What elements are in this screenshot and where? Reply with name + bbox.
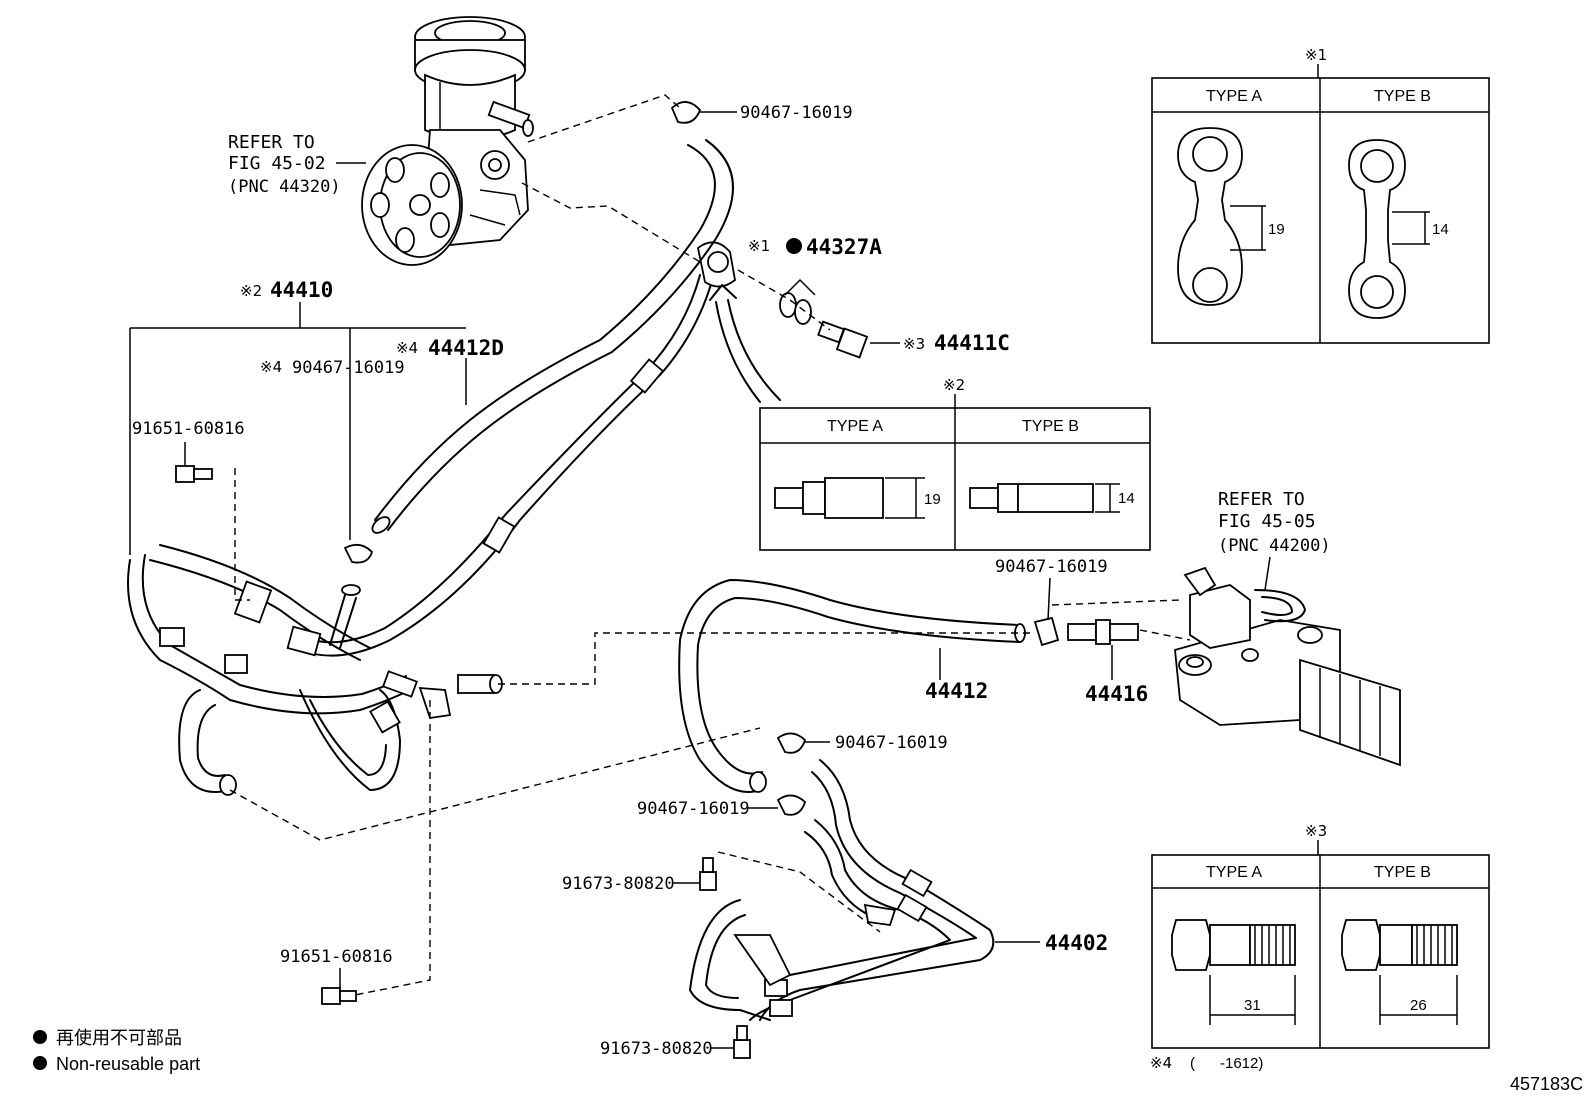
refer-gear-line1: REFER TO [1218,489,1305,510]
callout-hose-d: 44412D [428,336,504,360]
table3-type-b: TYPE B [1374,864,1431,881]
return-hose-44412 [678,579,1026,793]
clamp-top [670,101,702,124]
callout-hose-assy: 44410 [270,278,333,302]
refer-gear-line2: FIG 45-05 [1218,511,1316,532]
callout-bolt-cooler-upper: 91673-80820 [562,874,675,894]
footnote-text: ( -1612) [1190,1055,1263,1072]
table3-type-a: TYPE A [1206,864,1262,881]
pressure-hose [299,241,736,657]
refer-pump-line1: REFER TO [228,132,315,153]
table3-mark: ※3 [1305,822,1327,840]
gasket-44327A [779,278,816,325]
refer-pump-line2: FIG 45-02 [228,153,326,174]
non-reusable-dot [786,238,802,254]
callout-bolt-left-lower: 91651-60816 [280,947,393,967]
bolt-91673-upper [699,857,717,891]
callout-clamp-left: 90467-16019 [292,358,405,378]
union-44416 [1067,619,1139,645]
footnote-mark: ※4 [1150,1054,1172,1072]
table-3: ※3 TYPE A TYPE B 31 26 [1151,822,1490,1049]
callout-lines [129,111,1271,1049]
refer-pump-line3: (PNC 44320) [228,177,341,197]
callout-return-hose: 44412 [925,679,988,703]
callout-clamp-top: 90467-16019 [740,103,853,123]
table3-dim-b: 26 [1410,997,1427,1014]
table1-type-b: TYPE B [1374,88,1431,105]
power-steering-pump [361,16,534,266]
steering-gear [1174,566,1401,767]
callout-union-bolt: 44411C [934,331,1010,355]
table2-dim-a: 19 [924,491,941,508]
clamp-mid [776,732,807,754]
table2-dim-b: 14 [1118,490,1135,507]
table2-mark: ※2 [943,376,965,394]
detail-arrow [709,284,781,403]
callout-union: 44416 [1085,682,1148,706]
callout-union-bolt-mark: ※3 [903,335,925,353]
union-bolt-44411C [817,320,869,359]
table-1: ※1 TYPE A TYPE B 19 14 [1151,46,1490,344]
callout-gasket: 44327A [806,235,882,259]
callout-clamp-low: 90467-16019 [637,799,750,819]
refer-gear-line3: (PNC 44200) [1218,536,1331,556]
table2-type-a: TYPE A [827,418,883,435]
table3-dim-a: 31 [1244,997,1261,1014]
callout-gasket-mark: ※1 [748,237,770,255]
return-hose-upper [371,139,734,534]
bolt-91651-lower [321,987,357,1005]
bolt-91651-upper [175,465,213,483]
table1-mark: ※1 [1305,46,1327,64]
figure-id: 457183C [1510,1074,1583,1094]
legend-dot-1 [33,1030,47,1044]
callout-cooler: 44402 [1045,931,1108,955]
clamp-low [776,794,807,816]
dashed-leaders [229,94,1191,996]
callout-bolt-left-upper: 91651-60816 [132,419,245,439]
legend-en: Non-reusable part [56,1054,200,1074]
legend-dot-2 [33,1056,47,1070]
callout-hose-assy-mark: ※2 [240,282,262,300]
table1-dim-a: 19 [1268,221,1285,238]
legend-jp: 再使用不可部品 [56,1028,182,1048]
table2-type-b: TYPE B [1022,418,1079,435]
table1-dim-b: 14 [1432,221,1449,238]
cooler-pipe-44402 [689,759,995,1021]
clamp-gear [1033,616,1060,647]
callout-hose-d-mark: ※4 [396,339,418,357]
callout-bolt-cooler-lower: 91673-80820 [600,1039,713,1059]
hose-assembly-44410 [127,543,503,796]
table-2: ※2 TYPE A TYPE B 19 14 [759,376,1151,551]
table1-type-a: TYPE A [1206,88,1262,105]
callout-clamp-mid: 90467-16019 [835,733,948,753]
bolt-91673-lower [733,1025,751,1059]
callout-clamp-gear: 90467-16019 [995,557,1108,577]
callout-clamp-left-mark: ※4 [260,358,282,376]
